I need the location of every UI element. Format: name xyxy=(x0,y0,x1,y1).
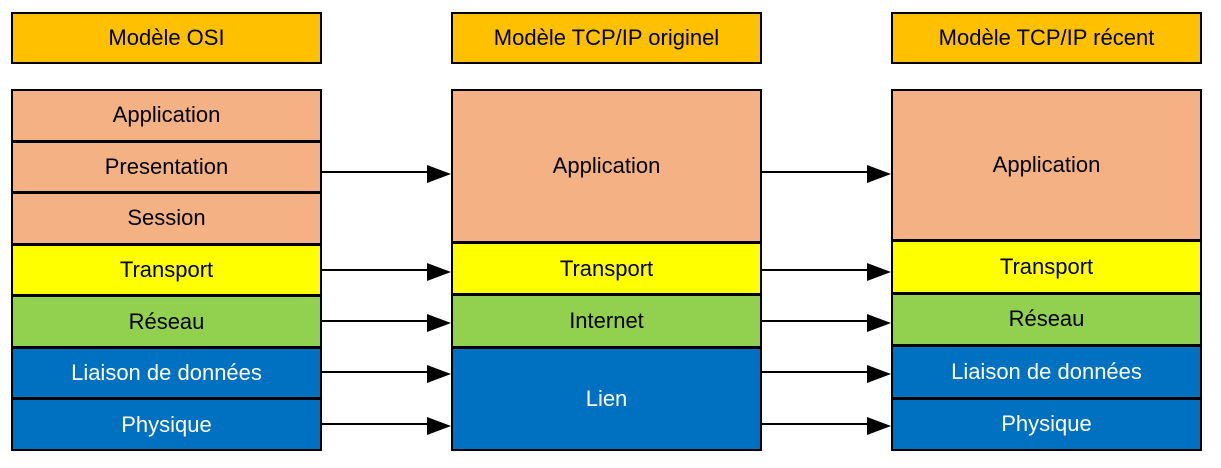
mapping-arrow xyxy=(762,364,891,383)
column-stack-osi: Application Presentation Session Transpo… xyxy=(11,89,322,451)
mapping-arrow xyxy=(322,164,451,183)
mapping-arrow xyxy=(322,416,451,435)
layer-recent-application: Application xyxy=(893,91,1200,243)
layer-originel-application: Application xyxy=(453,91,760,244)
layer-recent-liaison-de-donnees: Liaison de données xyxy=(893,347,1200,400)
layer-recent-reseau: Réseau xyxy=(893,294,1200,348)
column-header-osi: Modèle OSI xyxy=(11,12,322,64)
layer-originel-lien: Lien xyxy=(453,349,760,450)
mapping-arrow xyxy=(322,364,451,383)
column-stack-tcpip-recent: Application Transport Réseau Liaison de … xyxy=(891,89,1202,451)
mapping-arrow xyxy=(322,313,451,332)
layer-osi-liaison-de-donnees: Liaison de données xyxy=(13,348,320,401)
column-header-tcpip-originel: Modèle TCP/IP originel xyxy=(451,12,762,64)
mapping-arrow xyxy=(762,262,891,281)
mapping-arrow xyxy=(762,313,891,332)
layer-osi-reseau: Réseau xyxy=(13,297,320,349)
mapping-arrow xyxy=(762,164,891,183)
layer-originel-internet: Internet xyxy=(453,296,760,350)
mapping-arrow xyxy=(762,416,891,435)
layer-osi-application: Application xyxy=(13,91,320,143)
column-header-tcpip-recent: Modèle TCP/IP récent xyxy=(891,12,1202,64)
layer-osi-physique: Physique xyxy=(13,400,320,450)
layer-osi-presentation: Presentation xyxy=(13,142,320,195)
layer-originel-transport: Transport xyxy=(453,243,760,297)
layer-recent-physique: Physique xyxy=(893,399,1200,449)
mapping-arrow xyxy=(322,262,451,281)
layer-osi-session: Session xyxy=(13,194,320,246)
layer-recent-transport: Transport xyxy=(893,242,1200,295)
layer-osi-transport: Transport xyxy=(13,245,320,298)
column-stack-tcpip-originel: Application Transport Internet Lien xyxy=(451,89,762,451)
